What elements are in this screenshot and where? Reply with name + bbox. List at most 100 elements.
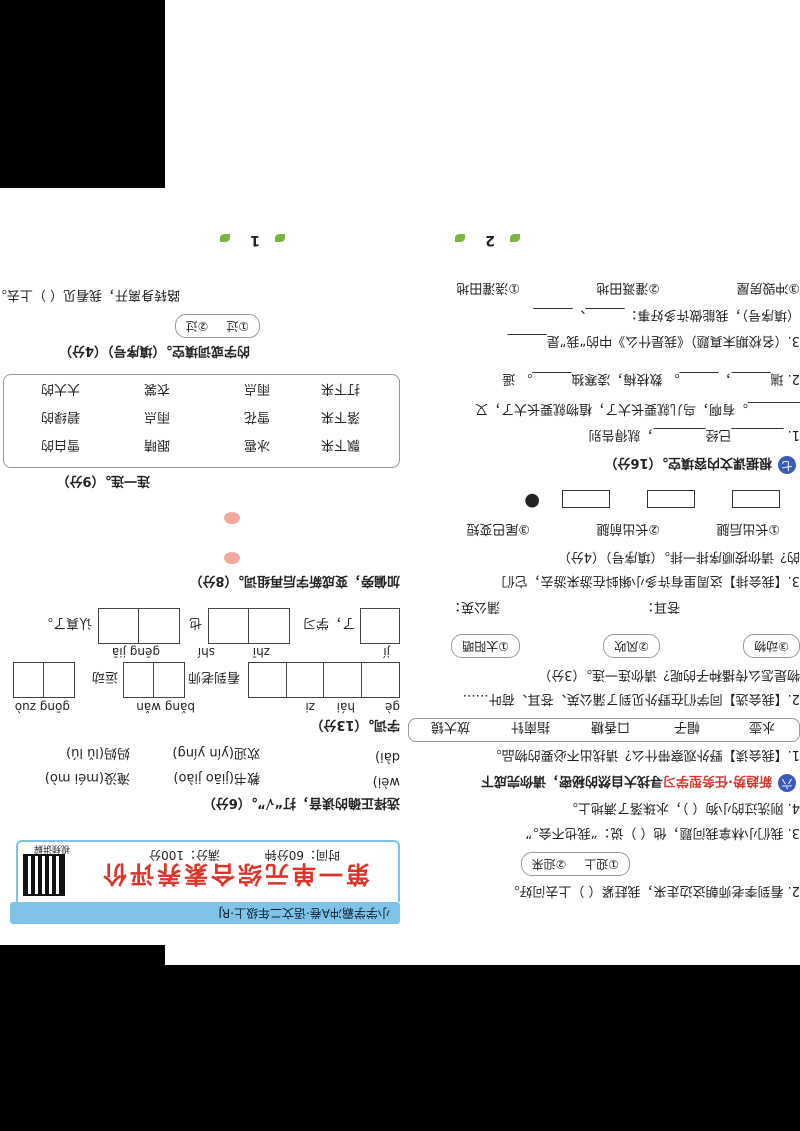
fill-line: ________。有啊，鸟儿就要长大了，植物就要长大了，又 (474, 401, 800, 416)
q3-label: 加偏旁，变成新字后再组词。（8分） (189, 573, 400, 588)
sprout-icon (224, 552, 240, 564)
word: 雪白的 (40, 437, 80, 452)
answer-grid[interactable] (248, 662, 400, 698)
photographed-paper: 小学学霸冲A卷·语文二年级上·RJ 视频讲解 第一单元综合素养评价 时间：60分… (0, 0, 800, 965)
stage: ①长出后腿 (716, 521, 780, 536)
sprout-icon (224, 512, 240, 524)
section-tag: 新趋势·任务型学习 (663, 773, 772, 788)
gear-item: 帽子 (673, 719, 700, 734)
black-border (0, 0, 165, 188)
rotated-sheet: 小学学霸冲A卷·语文二年级上·RJ 视频讲解 第一单元综合素养评价 时间：60分… (0, 187, 800, 964)
paper-background-upper (165, 0, 800, 965)
task-line: 的？请你按顺序排一排。（填序号）（4分） (557, 549, 800, 564)
tadpole-icon: ● (524, 491, 540, 512)
word: 冰雹 (243, 437, 270, 452)
q1-item: dài) (375, 749, 400, 764)
q2-text: 也 (188, 615, 202, 630)
page-one: 小学学霸冲A卷·语文二年级上·RJ 视频讲解 第一单元综合素养评价 时间：60分… (0, 187, 400, 964)
q1-item: 妈妈(lǔ lú) (66, 745, 130, 760)
task-line: 1.【我会读】野外观察带什么？请找出不必要的物品。 (488, 747, 800, 762)
word: 打下来 (320, 381, 360, 396)
pinyin: bǎng wǎn (136, 700, 195, 714)
time-limit: 时间：60分钟 (264, 848, 340, 862)
gear-item: 指南针 (510, 719, 550, 734)
pinyin: gè (385, 700, 400, 714)
word: 飘下来 (320, 437, 360, 452)
full-score: 满分：100分 (149, 848, 220, 862)
answer-grid[interactable] (98, 608, 180, 644)
fill-line: 1. ________已经________，就得告别 (588, 427, 800, 442)
pinyin: gōng zuò (14, 700, 70, 714)
section-6-title: 新趋势·任务型学习寻找大自然的秘密，请你完成下 (481, 773, 772, 792)
q2-text: 认真了。 (39, 615, 92, 630)
header-bar: 小学学霸冲A卷·语文二年级上·RJ (10, 902, 400, 924)
section-7-badge: 七 (778, 456, 796, 474)
leaf-icon (220, 234, 230, 242)
answer-grid[interactable] (360, 608, 400, 644)
qr-code-icon[interactable] (23, 854, 65, 896)
qr-label: 视频讲解 (33, 843, 70, 853)
word: 跟晴 (143, 437, 170, 452)
plant-label: 蒲公英： (447, 599, 500, 614)
answer-grid[interactable] (13, 662, 75, 698)
plant-label: 苍耳： (640, 599, 680, 614)
answer-grid[interactable] (123, 662, 185, 698)
section-7-label: 根据课文内容填空。（16分） (604, 455, 772, 470)
q1-item: 欢迎(yín yíng) (172, 745, 260, 760)
stage: ③尾巴变短 (466, 521, 530, 536)
option-pill: ①过 ②过 (174, 314, 260, 338)
choice-pill[interactable]: ①太阳晒 (451, 634, 520, 658)
word: 雨点 (243, 381, 270, 396)
word: 大大的 (40, 381, 80, 396)
answer-grid[interactable] (208, 608, 290, 644)
leaf-icon (275, 234, 285, 242)
task-line: 3.【我会排】这周里有许多小蝌蚪在游来游去，它们 (501, 573, 800, 588)
q4-label: 连一连。（9分） (56, 473, 150, 488)
q5-label: 的字或词填空。（填序号）（4分） (58, 343, 250, 358)
option: ②过 (185, 319, 209, 333)
word: 雨点 (143, 409, 170, 424)
leaf-icon (510, 234, 520, 242)
fill-line: 3.（名校期末真题）《我是什么》中的“我”是______ (507, 333, 800, 348)
pinyin: zi (305, 700, 315, 714)
option: ③冲毁房屋 (736, 280, 800, 295)
q2-label: 字词。（13分） (310, 717, 400, 732)
q1-item: 教书(jiāo jiào) (173, 770, 260, 785)
answer-box[interactable] (647, 490, 695, 508)
pinyin: zhī (252, 645, 270, 659)
option: ①迎上 (584, 857, 619, 871)
q1-label: 选择正确的读音，打“√”。（6分） (202, 795, 400, 810)
pinyin: jí (383, 645, 390, 659)
q2-text: 运动 (91, 669, 118, 684)
section-6-label: 寻找大自然的秘密，请你完成下 (481, 773, 664, 788)
question-line: 3. 我们小林拿我问题，他（ ）说：“我也不会。” (525, 825, 800, 840)
choice-pill[interactable]: ③动物 (743, 634, 800, 658)
choice-pill[interactable]: ②风吹 (603, 634, 660, 658)
page-number: 1 (250, 232, 260, 248)
option: ②迎来 (531, 857, 567, 871)
word: 落下来 (320, 409, 360, 424)
word: 衣裳 (143, 381, 170, 396)
option: ①过 (226, 319, 249, 333)
gear-item: 放大镜 (430, 719, 470, 734)
answer-box[interactable] (562, 490, 610, 508)
answer-box[interactable] (732, 490, 780, 508)
q5-line: 路转身离开，我看见（ ）上去。 (0, 287, 180, 302)
option: ②灌溉田地 (596, 280, 660, 295)
option: ①浇灌田地 (456, 280, 520, 295)
section-6-badge: 六 (778, 774, 796, 792)
page-two: 2. 看到李老师朝这边走来，我赶紧（ ）上去问好。 ①迎上 ②迎来 3. 我们小… (400, 187, 800, 964)
fill-line: （填序号），我能做许多好事：______、______ (533, 307, 800, 322)
stage: ②长出前腿 (596, 521, 660, 536)
word: 碧绿的 (40, 409, 80, 424)
q1-item: 淹没(méi mò) (44, 770, 130, 785)
q2-text: 看到老师 (187, 669, 240, 684)
question-line: 4. 刚洗过的小狗（ ），水珠落了满地上。 (564, 800, 800, 815)
option-pill: ①迎上 ②迎来 (520, 852, 630, 876)
question-line: 2. 看到李老师朝这边走来，我赶紧（ ）上去问好。 (506, 883, 800, 898)
task-line: 2.【我会选】同学们在野外见到了蒲公英、苍耳、荷叶…… (462, 691, 800, 706)
pinyin: shí (197, 645, 215, 659)
q1-item: wèi) (372, 774, 400, 789)
leaf-icon (455, 234, 465, 242)
gear-item: 口香糖 (590, 719, 630, 734)
